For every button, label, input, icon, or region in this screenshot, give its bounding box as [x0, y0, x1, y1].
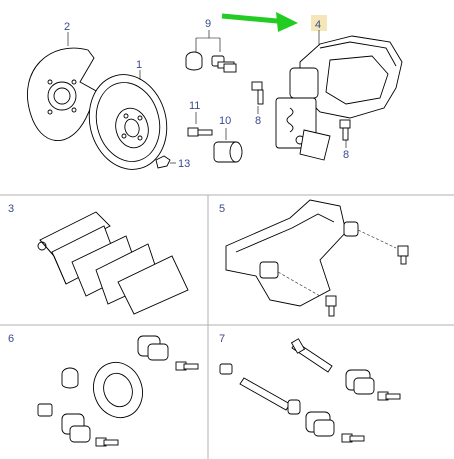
clip-part-13	[155, 155, 176, 169]
callout-8-right: 8	[343, 149, 349, 161]
bolt-part-8-left	[251, 81, 264, 114]
callout-1: 1	[136, 59, 142, 71]
seal-kit-part-6	[37, 335, 199, 447]
callout-4-highlight	[311, 15, 327, 31]
callout-10: 10	[219, 115, 231, 127]
callout-9: 9	[205, 18, 211, 30]
panel-5-bolt-lower	[325, 295, 337, 317]
panel-frames	[0, 194, 454, 459]
panel-6-number: 6	[8, 333, 14, 345]
callout-4: 4	[315, 19, 321, 31]
bolt-part-8-right	[339, 119, 351, 148]
carrier-bracket-part-5	[225, 199, 397, 307]
panel-7-number: 7	[219, 333, 225, 345]
panel-5-bolt-upper	[397, 245, 409, 265]
callout-2: 2	[64, 21, 70, 33]
panel-5-number: 5	[219, 203, 225, 215]
brake-disc-part-1	[88, 70, 168, 170]
callout-11: 11	[189, 100, 200, 112]
pointer-arrow	[221, 12, 298, 32]
bolt-part-11	[187, 112, 213, 137]
callout-13: 13	[178, 158, 190, 170]
panel-3-number: 3	[8, 203, 14, 215]
callout-8-left: 8	[255, 115, 261, 127]
backing-plate-part-2	[27, 32, 99, 142]
caliper-assembly-part-4	[275, 15, 403, 161]
bush-part-10	[213, 128, 243, 163]
guide-pin-kit-part-9	[185, 30, 237, 73]
brake-pads-part-3	[37, 211, 189, 315]
guide-pin-kit-part-7	[219, 338, 401, 443]
